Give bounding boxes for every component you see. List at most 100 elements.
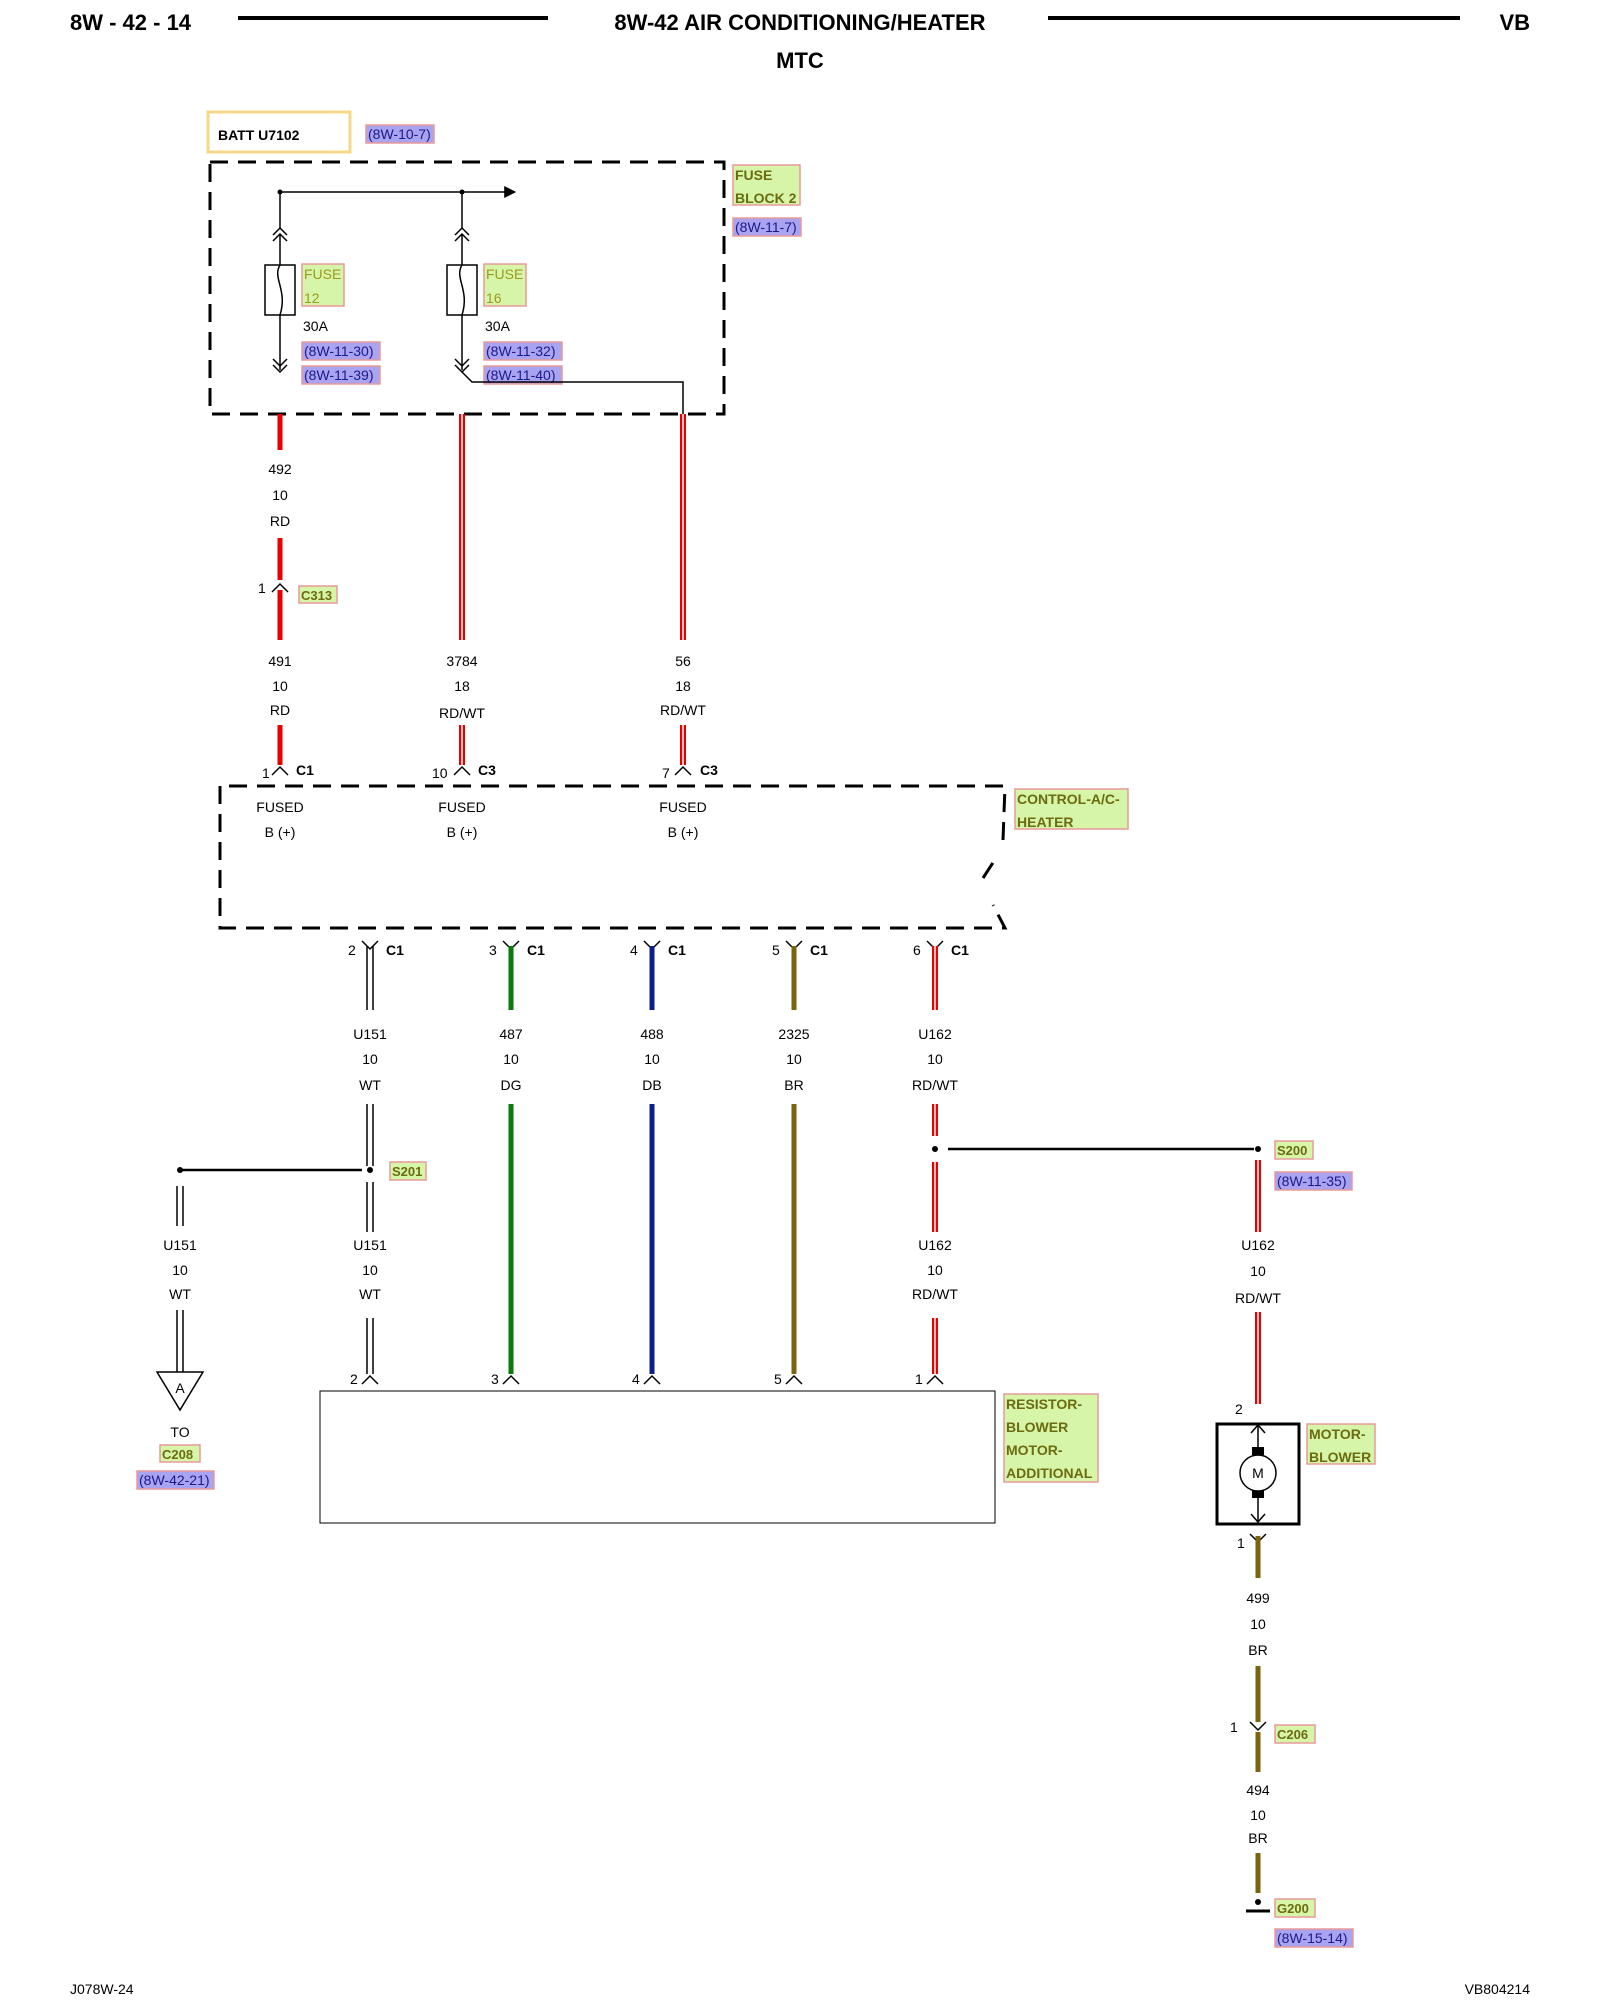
- svg-text:U151: U151: [353, 1237, 387, 1253]
- svg-text:499: 499: [1246, 1590, 1270, 1606]
- svg-text:10: 10: [927, 1051, 943, 1067]
- control-pin-c3-7: 7 C3 FUSED B (+): [659, 762, 718, 840]
- svg-text:10: 10: [362, 1262, 378, 1278]
- fuse-12-ref-link-2[interactable]: (8W-11-39): [301, 365, 381, 385]
- svg-text:MOTOR-: MOTOR-: [1309, 1426, 1366, 1442]
- svg-text:RD/WT: RD/WT: [912, 1286, 958, 1302]
- resistor-blower-motor-box: [319, 1390, 996, 1524]
- wire-u151-label: U151 10 WT: [353, 1026, 387, 1093]
- svg-text:3: 3: [489, 942, 497, 958]
- offpage-ref-link[interactable]: (8W-42-21): [136, 1470, 215, 1490]
- svg-text:B (+): B (+): [265, 824, 296, 840]
- control-pin-c3-10: 10 C3 FUSED B (+): [432, 762, 496, 840]
- motor-blower: 2 M 1: [1215, 1401, 1301, 1551]
- resistor-in-pins: 2 3 4 5 1: [350, 1371, 944, 1387]
- control-ac-heater-outline: [218, 784, 1008, 930]
- svg-text:(8W-11-30)[interactable]: (8W-11-30): [304, 343, 374, 359]
- svg-text:RD: RD: [270, 702, 290, 718]
- svg-text:(8W-11-39)[interactable]: (8W-11-39): [304, 367, 374, 383]
- splice-s200-ref-link[interactable]: (8W-11-35): [1274, 1171, 1353, 1191]
- svg-text:10: 10: [927, 1262, 943, 1278]
- svg-text:FUSED: FUSED: [659, 799, 706, 815]
- svg-text:RESISTOR-: RESISTOR-: [1006, 1396, 1082, 1412]
- svg-text:10: 10: [786, 1051, 802, 1067]
- battery-label: BATT U7102: [206, 110, 352, 154]
- wire-u151: [366, 946, 374, 1374]
- fuse-16-ref-link-2[interactable]: (8W-11-40): [483, 365, 563, 385]
- wire-3784-label: 3784 18 RD/WT: [439, 653, 485, 721]
- svg-text:2: 2: [1235, 1401, 1243, 1417]
- svg-text:6: 6: [913, 942, 921, 958]
- svg-text:12: 12: [304, 290, 320, 306]
- svg-text:10: 10: [272, 487, 288, 503]
- connector-c206: 1 C206: [1230, 1719, 1316, 1744]
- svg-text:BLOWER: BLOWER: [1006, 1419, 1068, 1435]
- control-out-pins: 2 C1 3 C1 4 C1 5 C1 6 C1: [348, 940, 969, 958]
- svg-text:(8W-10-7)[interactable]: (8W-10-7): [368, 126, 431, 142]
- svg-text:FUSE: FUSE: [486, 266, 523, 282]
- svg-text:18: 18: [454, 678, 470, 694]
- svg-text:492: 492: [268, 461, 292, 477]
- svg-text:1: 1: [258, 580, 266, 596]
- svg-text:2325: 2325: [778, 1026, 809, 1042]
- battery-ref-link[interactable]: (8W-10-7): [365, 124, 435, 144]
- svg-text:RD: RD: [270, 513, 290, 529]
- fuse-block-2-outline: [208, 160, 726, 416]
- svg-text:7: 7: [662, 765, 670, 781]
- splice-s200: S200: [932, 1140, 1314, 1160]
- svg-text:WT: WT: [359, 1077, 381, 1093]
- wire-2325-label: 2325 10 BR: [778, 1026, 809, 1093]
- svg-text:FUSE: FUSE: [304, 266, 341, 282]
- svg-text:C313: C313: [301, 588, 332, 603]
- wire-u151-low-label: U151 10 WT: [353, 1237, 387, 1302]
- svg-text:10: 10: [503, 1051, 519, 1067]
- fuse-block-2-label: FUSE BLOCK 2: [732, 164, 801, 206]
- svg-text:(8W-15-14)[interactable]: (8W-15-14): [1277, 1930, 1348, 1946]
- wire-488-label: 488 10 DB: [640, 1026, 664, 1093]
- wire-499-label: 499 10 BR: [1246, 1590, 1270, 1658]
- svg-text:DG: DG: [501, 1077, 522, 1093]
- svg-text:S200: S200: [1277, 1143, 1307, 1158]
- svg-text:(8W-11-40)[interactable]: (8W-11-40): [486, 367, 556, 383]
- svg-text:B (+): B (+): [668, 824, 699, 840]
- svg-text:56: 56: [675, 653, 691, 669]
- ground-g200-ref-link[interactable]: (8W-15-14): [1274, 1928, 1354, 1948]
- svg-text:(8W-42-21)[interactable]: (8W-42-21): [139, 1472, 210, 1488]
- svg-text:C1: C1: [296, 762, 314, 778]
- resistor-blower-motor-label: RESISTOR- BLOWER MOTOR- ADDITIONAL: [1003, 1393, 1099, 1483]
- svg-text:1: 1: [1230, 1719, 1238, 1735]
- svg-text:4: 4: [632, 1371, 640, 1387]
- svg-text:TO: TO: [170, 1424, 189, 1440]
- svg-text:C208: C208: [162, 1447, 193, 1462]
- fuse-16: FUSE 16 30A: [446, 226, 527, 374]
- svg-text:U151: U151: [163, 1237, 197, 1253]
- wire-u151-left: [176, 1186, 184, 1375]
- fuse-16-ref-link-1[interactable]: (8W-11-32): [483, 341, 563, 361]
- wire-u162-low-label: U162 10 RD/WT: [912, 1237, 958, 1302]
- svg-text:U162: U162: [918, 1237, 952, 1253]
- connector-c313: 1 C313: [258, 580, 338, 604]
- svg-text:RD/WT: RD/WT: [912, 1077, 958, 1093]
- svg-text:1: 1: [915, 1371, 923, 1387]
- svg-text:487: 487: [499, 1026, 523, 1042]
- svg-text:MOTOR-: MOTOR-: [1006, 1442, 1063, 1458]
- svg-text:RD/WT: RD/WT: [439, 705, 485, 721]
- fuse-12-ref-link-1[interactable]: (8W-11-30): [301, 341, 381, 361]
- svg-text:(8W-11-32)[interactable]: (8W-11-32): [486, 343, 556, 359]
- svg-text:10: 10: [1250, 1616, 1266, 1632]
- svg-text:2: 2: [350, 1371, 358, 1387]
- svg-text:4: 4: [630, 942, 638, 958]
- svg-text:(8W-11-35)[interactable]: (8W-11-35): [1277, 1173, 1347, 1189]
- fuse-block-2-ref-link[interactable]: (8W-11-7): [732, 217, 802, 237]
- svg-text:10: 10: [362, 1051, 378, 1067]
- svg-text:HEATER: HEATER: [1017, 814, 1074, 830]
- svg-text:FUSED: FUSED: [438, 799, 485, 815]
- control-pin-c1-1: 1 C1 FUSED B (+): [256, 762, 314, 840]
- svg-text:1: 1: [1237, 1535, 1245, 1551]
- svg-text:(8W-11-7)[interactable]: (8W-11-7): [735, 219, 797, 235]
- svg-text:WT: WT: [169, 1286, 191, 1302]
- svg-text:RD/WT: RD/WT: [660, 702, 706, 718]
- svg-text:DB: DB: [642, 1077, 661, 1093]
- wire-56-label: 56 18 RD/WT: [660, 653, 706, 718]
- svg-text:A: A: [175, 1380, 185, 1396]
